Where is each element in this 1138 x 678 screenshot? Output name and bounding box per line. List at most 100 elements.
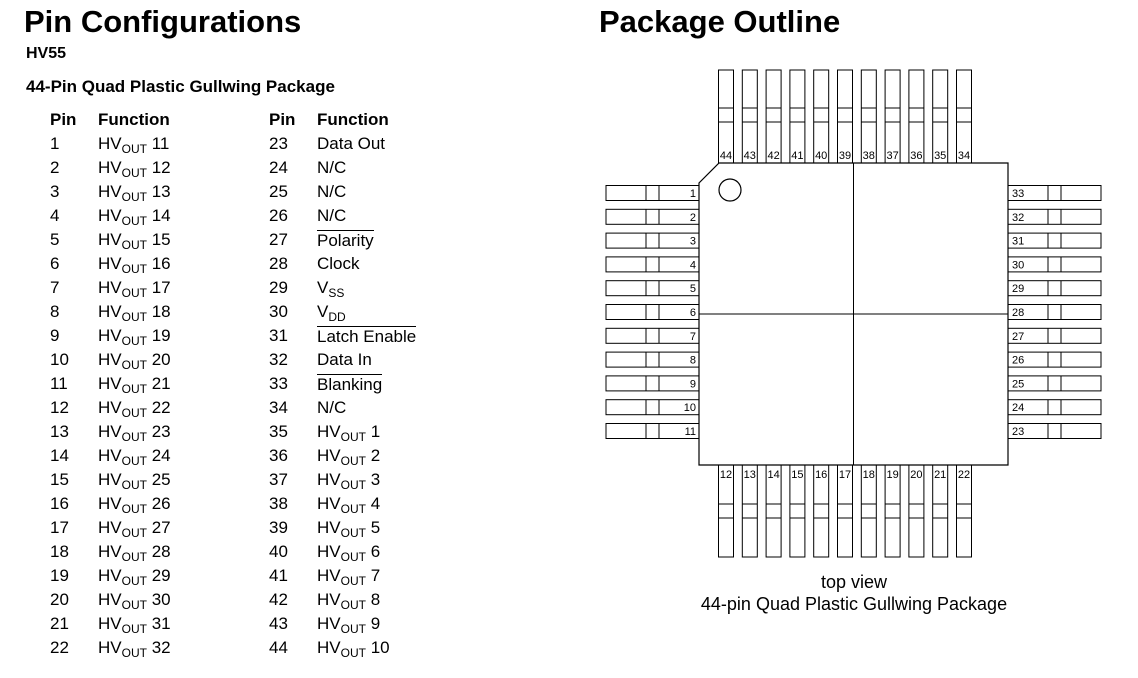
pin-function: HVOUT 8 <box>317 588 380 612</box>
function-subscript: OUT <box>340 622 366 636</box>
pin-function: HVOUT 28 <box>98 540 171 564</box>
function-base: HV <box>98 206 122 225</box>
pin-number-label: 19 <box>886 469 898 481</box>
pin-function: HVOUT 26 <box>98 492 171 516</box>
pin-lead <box>605 185 700 201</box>
pin-number: 26 <box>269 206 288 225</box>
pin-header: Pin <box>50 110 77 129</box>
pin-function: HVOUT 7 <box>317 564 380 588</box>
function-suffix: 23 <box>146 422 171 441</box>
function-base: N/C <box>317 158 347 177</box>
function-base: HV <box>317 590 341 609</box>
pin-number-label: 20 <box>910 469 922 481</box>
function-subscript: OUT <box>340 502 366 516</box>
pin-function: HVOUT 9 <box>317 612 380 636</box>
pin-number-label: 13 <box>744 469 756 481</box>
function-suffix: 19 <box>146 326 171 345</box>
pin-header: Pin <box>269 110 296 129</box>
pin-function: HVOUT 32 <box>98 636 171 660</box>
pin-function: HVOUT 2 <box>317 444 380 468</box>
function-suffix: 14 <box>146 206 171 225</box>
function-subscript: OUT <box>121 238 147 252</box>
pin-number-label: 12 <box>720 469 732 481</box>
pin-function: HVOUT 10 <box>317 636 390 660</box>
pin-number: 25 <box>269 182 288 201</box>
pin-number: 14 <box>50 446 69 465</box>
function-subscript: OUT <box>340 526 366 540</box>
pin-row: 24 N/C <box>269 156 509 180</box>
pin-number-label: 21 <box>934 469 946 481</box>
pin-number: 30 <box>269 302 288 321</box>
pin-number: 4 <box>50 206 60 225</box>
function-suffix: 8 <box>365 590 381 609</box>
pin-function: HVOUT 27 <box>98 516 171 540</box>
pin-function: Clock <box>317 252 360 276</box>
pin-number: 7 <box>50 278 60 297</box>
pin-number: 32 <box>269 350 288 369</box>
pin-number-label: 15 <box>791 469 803 481</box>
function-subscript: OUT <box>121 358 147 372</box>
pin-function: HVOUT 3 <box>317 468 380 492</box>
pin-number-label: 30 <box>1012 259 1024 271</box>
pin-number-label: 23 <box>1012 426 1024 438</box>
table-header: Pin Function <box>269 108 509 132</box>
pin-number-label: 44 <box>720 150 732 162</box>
pin-function: HVOUT 23 <box>98 420 171 444</box>
function-suffix: 7 <box>365 566 381 585</box>
pin1-marker-icon <box>718 178 742 202</box>
pin-number-label: 5 <box>690 283 696 295</box>
function-subscript: SS <box>328 286 345 300</box>
function-base: HV <box>98 638 122 657</box>
function-base: N/C <box>317 182 347 201</box>
pin-function: HVOUT 17 <box>98 276 171 300</box>
pin-number: 27 <box>269 230 288 249</box>
pin-function: N/C <box>317 396 346 420</box>
pin-number-label: 9 <box>690 378 696 390</box>
function-base: Polarity <box>317 231 374 250</box>
function-suffix: 27 <box>146 518 171 537</box>
pin-number-label: 24 <box>1012 402 1024 414</box>
pin-function: HVOUT 18 <box>98 300 171 324</box>
pin-function: HVOUT 20 <box>98 348 171 372</box>
function-base: Data Out <box>317 134 386 153</box>
function-base: HV <box>317 518 341 537</box>
pin-function: Blanking <box>317 374 383 395</box>
function-base: N/C <box>317 398 347 417</box>
function-subscript: OUT <box>121 286 147 300</box>
function-suffix: 29 <box>146 566 171 585</box>
function-subscript: OUT <box>340 646 366 660</box>
pin-lead <box>605 256 700 273</box>
pin-number-label: 4 <box>690 259 696 271</box>
pin-number-label: 38 <box>863 150 875 162</box>
pin-number-label: 29 <box>1012 283 1024 295</box>
pin-number-label: 11 <box>685 426 696 438</box>
pin-number: 19 <box>50 566 69 585</box>
pin-number: 11 <box>50 374 68 393</box>
function-base: HV <box>98 446 122 465</box>
pin-number-label: 32 <box>1012 212 1024 224</box>
pin-function: Polarity <box>317 230 374 251</box>
function-suffix: 24 <box>146 446 171 465</box>
caption-top-view: top view <box>820 572 888 592</box>
function-suffix: 22 <box>146 398 171 417</box>
function-subscript: OUT <box>121 142 147 156</box>
pin-number: 24 <box>269 158 288 177</box>
pin-number-label: 1 <box>690 188 696 200</box>
pin-function: VDD <box>317 300 346 324</box>
function-base: HV <box>98 278 122 297</box>
